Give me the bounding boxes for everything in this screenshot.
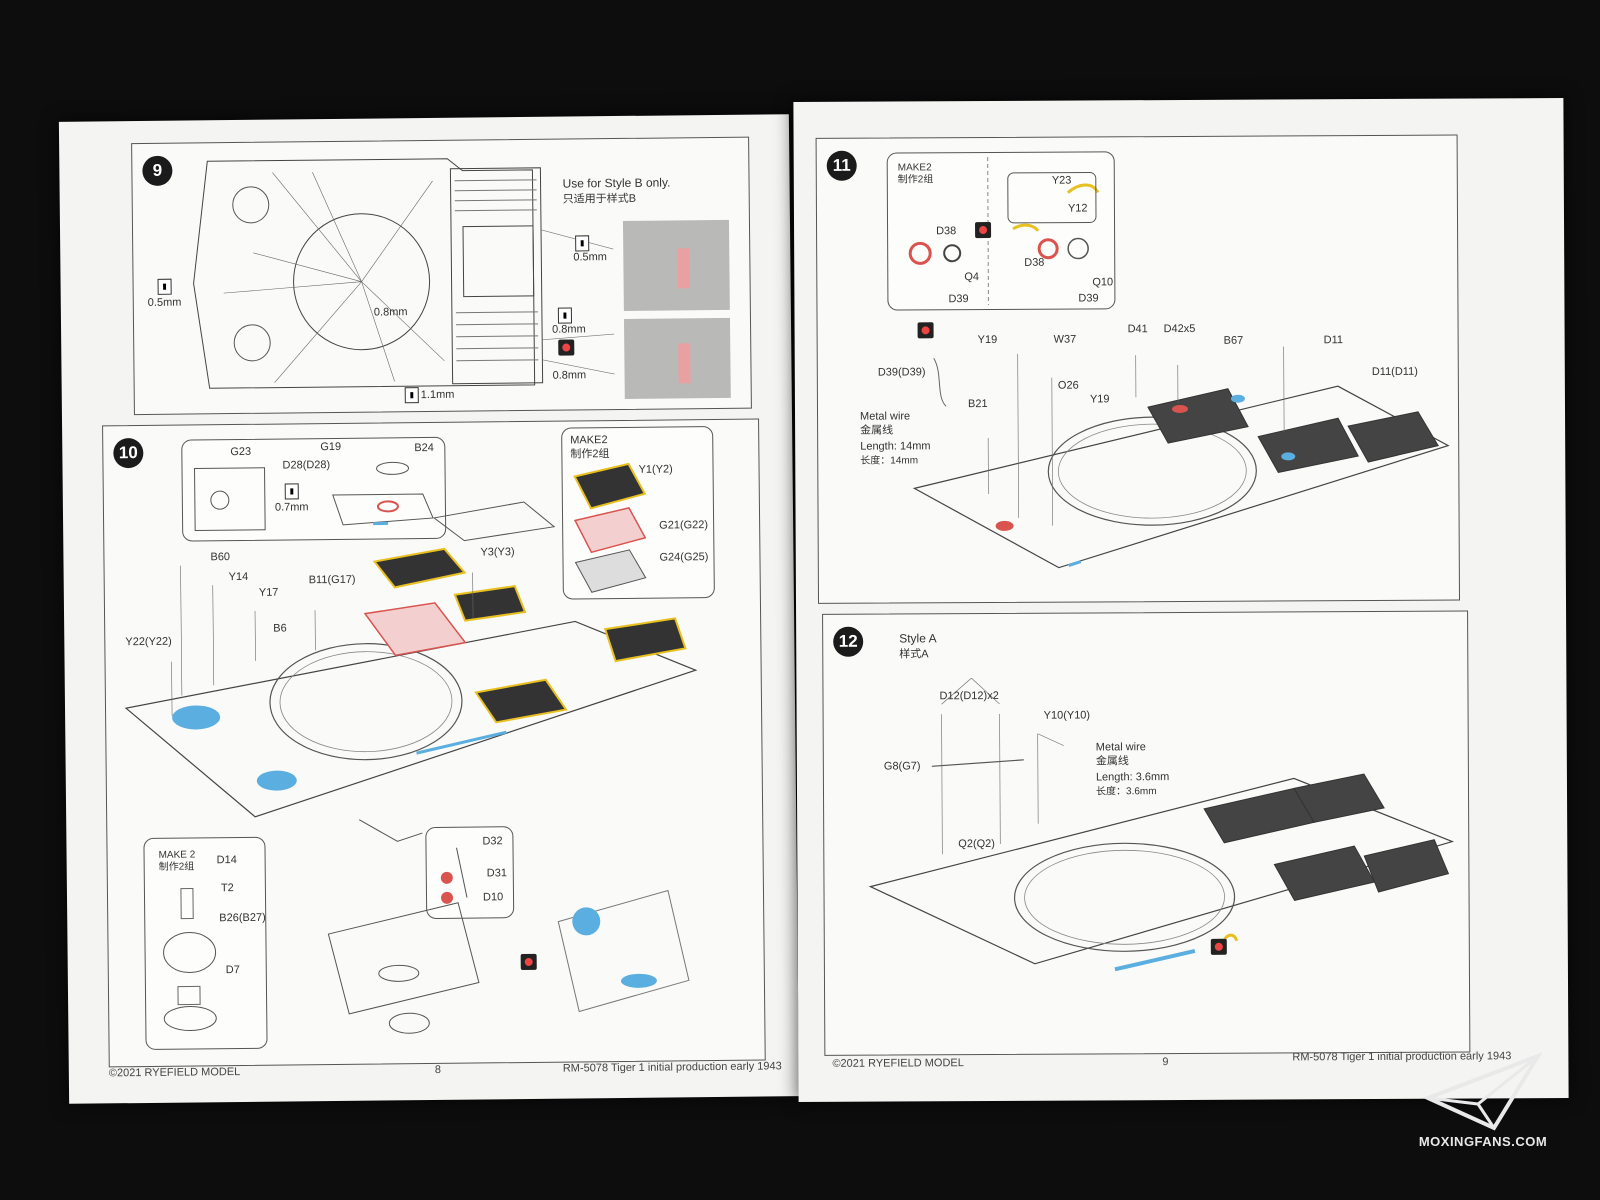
part-label: D42x5 [1163, 322, 1196, 336]
drill-size-label: 0.5mm [147, 296, 182, 309]
part-label: Y19 [1089, 393, 1110, 406]
wire-note-cn: 金属线 [1095, 755, 1129, 768]
drill-marker-icon: ▮ [157, 278, 172, 295]
warning-icon [1210, 938, 1227, 955]
paper-plane-logo-icon [1422, 1052, 1543, 1131]
part-label: D12(D12)x2 [939, 689, 999, 703]
step-11-hull-drawing [912, 346, 1450, 569]
hatch-detail-inset: D32 D31 D10 [425, 826, 515, 920]
part-label: Q2(Q2) [958, 837, 995, 851]
step-10-detail-inset: G23 G19 B24 D28(D28) ▮ 0.7mm [181, 436, 447, 542]
step-10-hull-drawing [124, 501, 698, 842]
step-12-hull-drawing [868, 677, 1455, 972]
style-note-cn: 只适用于样式B [562, 192, 637, 206]
part-label: O26 [1057, 379, 1079, 392]
wire-note: Metal wire [1095, 741, 1146, 754]
part-label: W37 [1053, 333, 1077, 346]
step-12-panel: 12 Style A 样式A D12(D12)x2 Y10(Y10) G8(G7… [822, 610, 1471, 1056]
watermark-text: MOXINGFANS.COM [1418, 1134, 1548, 1149]
wire-length-cn: 长度：14mm [860, 455, 919, 467]
step-9-panel: 9 [131, 136, 752, 416]
wire-length-cn: 长度：3.6mm [1095, 786, 1157, 798]
step-9-drawing [193, 158, 731, 399]
warning-icon [558, 339, 575, 356]
make-2-inset: MAKE2 制作2组 Y1(Y2) G21(G22) G24(G25) [561, 426, 715, 600]
wire-length: Length: 14mm [860, 440, 931, 453]
page-copyright: ©2021 RYEFIELD MODEL [832, 1057, 964, 1070]
drill-size-label: 0.5mm [573, 251, 608, 264]
drill-marker-icon: ▮ [404, 387, 419, 404]
warning-icon [520, 953, 537, 971]
wire-note: Metal wire [860, 410, 911, 423]
page-number: 9 [1162, 1056, 1169, 1069]
make-2-subassembly-inset: MAKE 2 制作2组 D14 T2 B26(B27) D7 [143, 836, 268, 1050]
part-label: D11(D11) [1371, 365, 1418, 378]
site-watermark: MOXINGFANS.COM [1408, 1050, 1558, 1160]
step-10-panel: 10 G23 G19 B24 D28(D28) ▮ 0.7mm [102, 418, 766, 1068]
drill-size-label: 0.8mm [373, 306, 408, 319]
instruction-page-9: 11 MAKE2 制作2组 D38 Q4 D39 Y23 Y12 D38 Q10… [793, 97, 1569, 1103]
part-label: Y10(Y10) [1043, 709, 1091, 722]
part-label: G8(G7) [883, 760, 921, 773]
drill-marker-icon: ▮ [557, 307, 573, 324]
drill-size-label: 0.8mm [552, 323, 586, 336]
part-label: B67 [1223, 334, 1244, 347]
drill-size-label: 0.8mm [552, 369, 587, 382]
style-note: Use for Style B only. [562, 175, 671, 191]
page-copyright: ©2021 RYEFIELD MODEL [108, 1066, 241, 1080]
part-label: Y19 [977, 333, 998, 347]
wire-length: Length: 3.6mm [1095, 771, 1170, 784]
step-10-bottom-drawings [327, 889, 690, 1034]
part-label: D41 [1127, 323, 1148, 336]
part-label: D39(D39) [877, 366, 926, 379]
drill-size-label: 1.1mm [420, 388, 455, 402]
page-number: 8 [434, 1063, 442, 1076]
wire-note-cn: 金属线 [860, 424, 894, 437]
step-11-panel: 11 MAKE2 制作2组 D38 Q4 D39 Y23 Y12 D38 Q10… [815, 134, 1461, 604]
instruction-page-8: 9 [58, 114, 800, 1104]
product-title: RM-5078 Tiger 1 initial production early… [562, 1060, 782, 1075]
part-label: D11 [1323, 334, 1344, 347]
part-label: B21 [967, 398, 988, 411]
drill-marker-icon: ▮ [575, 235, 590, 252]
